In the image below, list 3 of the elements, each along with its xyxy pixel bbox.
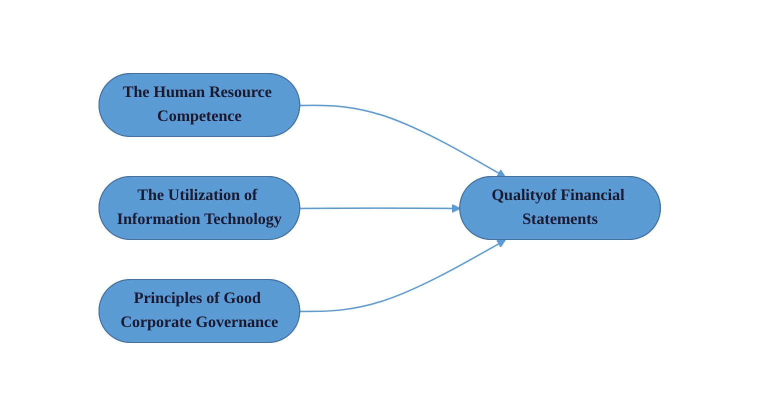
arrow [300,204,461,213]
arrow [300,240,506,312]
arrow [300,104,506,178]
